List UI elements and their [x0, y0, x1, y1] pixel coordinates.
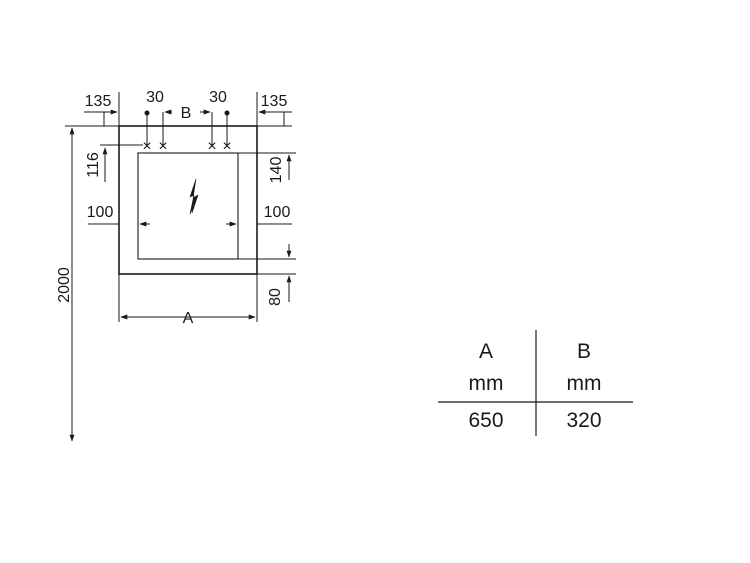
- dim-label-80: 80: [267, 288, 284, 306]
- dim-label-135-right: 135: [261, 93, 288, 110]
- dim-label-b: B: [181, 105, 192, 122]
- dim-label-140: 140: [268, 157, 285, 184]
- dim-label-100-right: 100: [264, 204, 291, 221]
- inner-panel: [137, 152, 239, 260]
- table-unit-a: mm: [469, 372, 504, 395]
- fixing-mark: ×: [142, 138, 151, 155]
- fixing-mark: ×: [207, 138, 216, 155]
- table-cell-b: 320: [566, 409, 601, 432]
- dim-label-116: 116: [85, 152, 102, 178]
- outer-frame: [118, 125, 258, 275]
- dim-label-30-right: 30: [209, 89, 227, 106]
- table-header-b: B: [577, 340, 591, 363]
- fixing-mark: ×: [222, 138, 231, 155]
- fixing-mark: ×: [158, 138, 167, 155]
- dim-label-30-left: 30: [146, 89, 164, 106]
- dim-label-a: A: [183, 310, 194, 327]
- table-cell-a: 650: [468, 409, 503, 432]
- table-unit-b: mm: [567, 372, 602, 395]
- fixing-dot: [144, 110, 150, 116]
- dim-label-2000: 2000: [56, 267, 73, 303]
- dimension-table: A mm B mm 650 320: [438, 330, 633, 436]
- lightning-bolt-icon: [189, 178, 199, 215]
- table-header-a: A: [479, 340, 493, 363]
- dim-label-100-left: 100: [87, 204, 114, 221]
- dim-label-135-left: 135: [85, 93, 112, 110]
- fixing-dot: [224, 110, 230, 116]
